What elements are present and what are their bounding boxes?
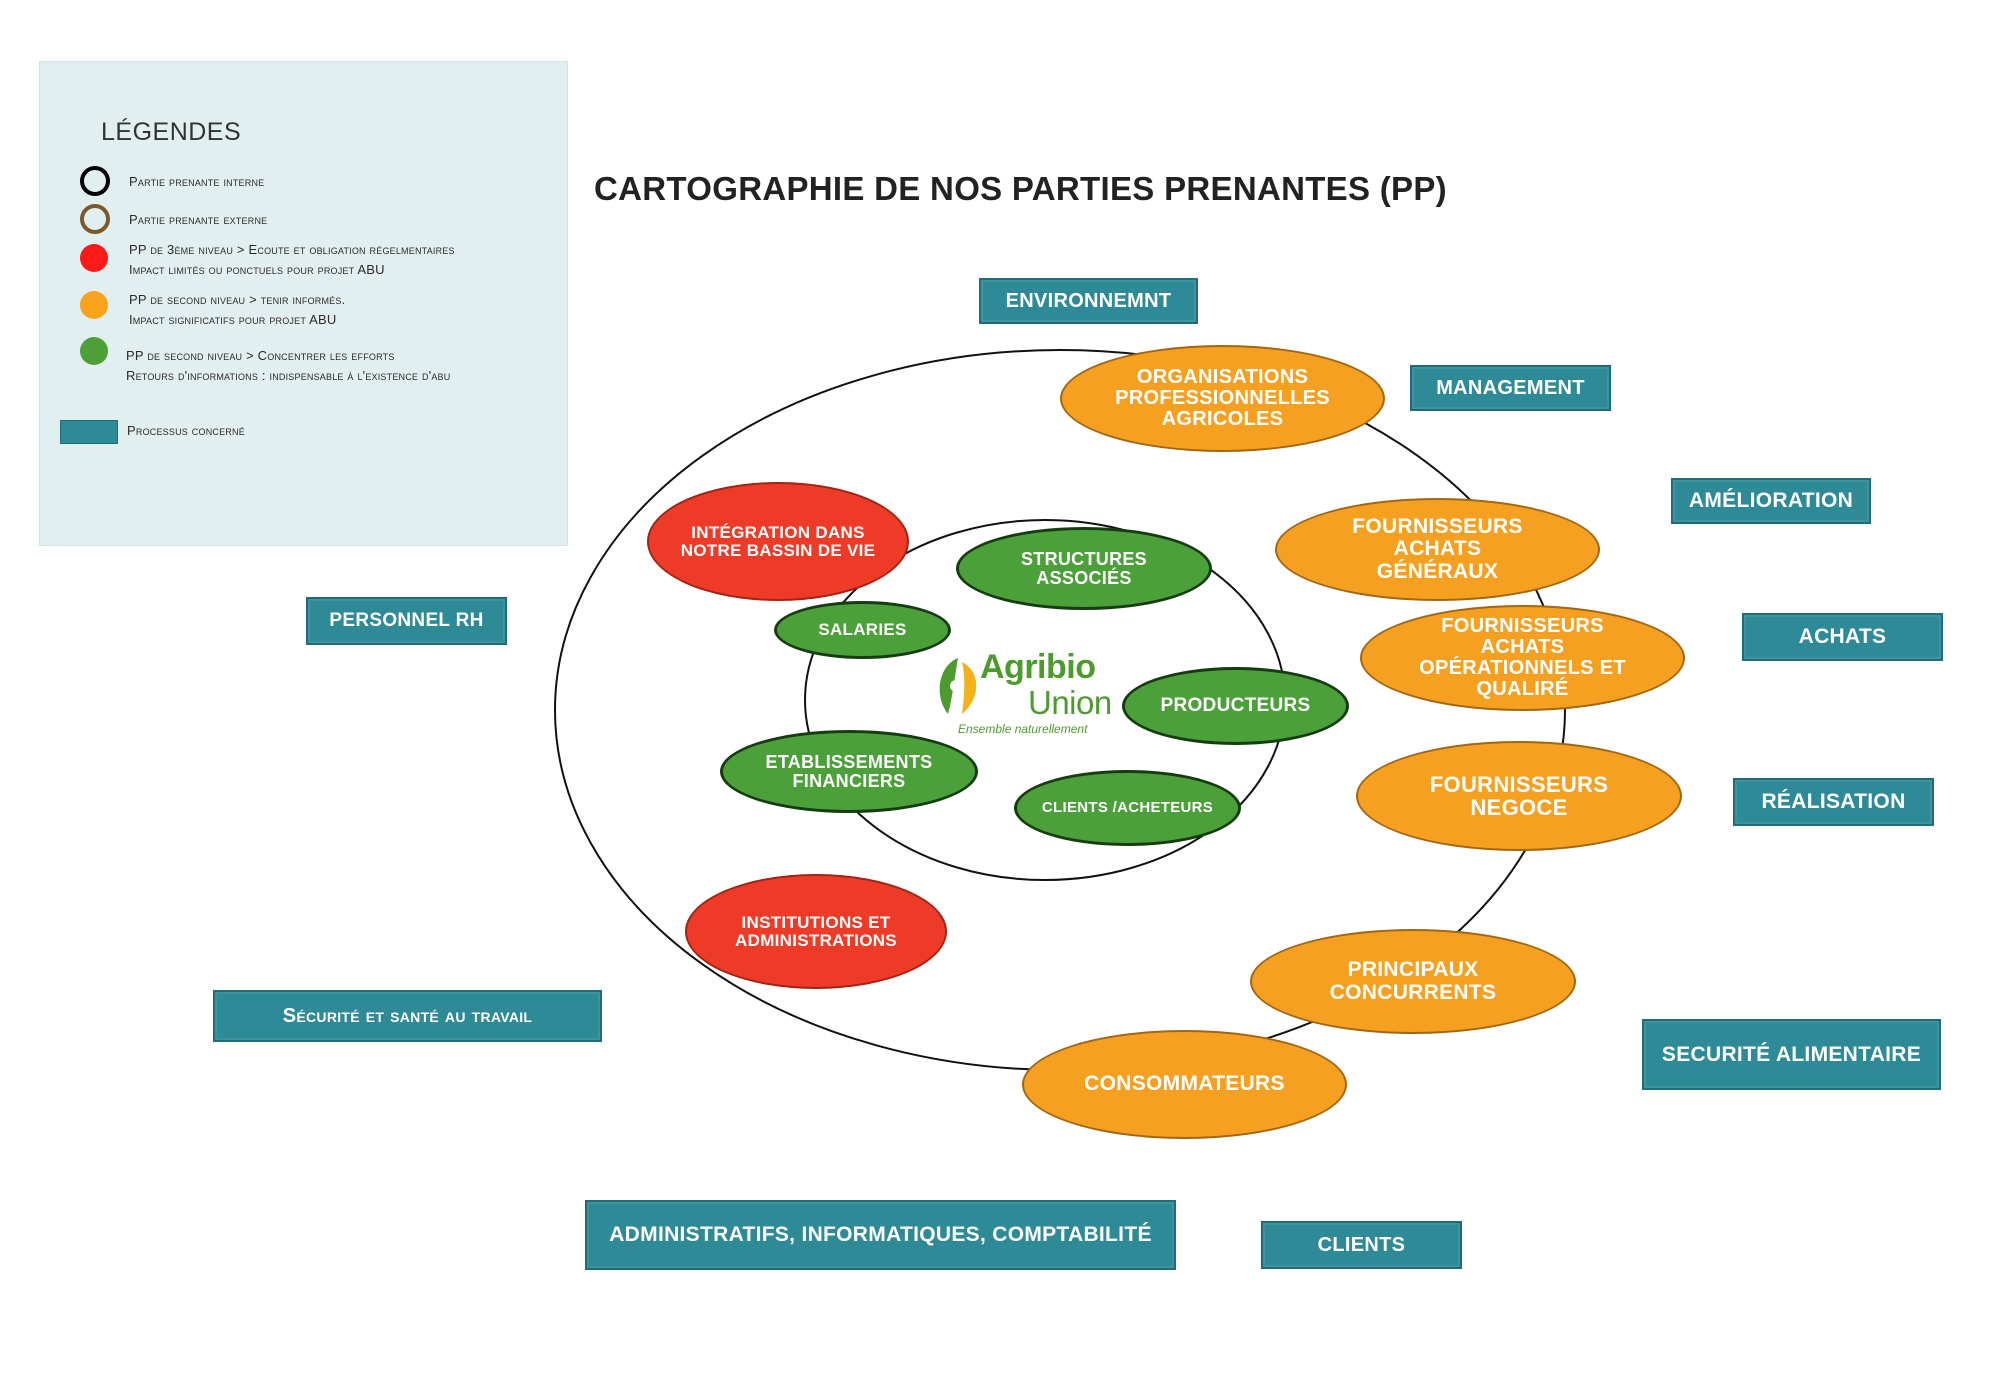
orange-dot-icon (80, 291, 108, 319)
pp-fournisseurs-operationnels: FOURNISSEURS ACHATS OPÉRATIONNELS ET QUA… (1360, 605, 1685, 711)
legend-red-line1: PP de 3ème niveau > Ecoute et obligation… (129, 242, 455, 257)
pp-producteurs: PRODUCTEURS (1122, 667, 1349, 745)
pp-organisations: ORGANISATIONS PROFESSIONNELLES AGRICOLES (1060, 345, 1385, 452)
logo-union-text: Union (1028, 684, 1112, 721)
legend-title: LÉGENDES (101, 118, 242, 146)
legend-green-line1: PP de second niveau > Concentrer les eff… (126, 348, 395, 363)
legend-panel: LÉGENDES Partie prenante interne Partie … (39, 61, 568, 546)
pp-fournisseurs-generaux: FOURNISSEURS ACHATS GÉNÉRAUX (1275, 498, 1600, 601)
brown-circle-icon (80, 204, 110, 234)
legend-external-label: Partie prenante externe (129, 212, 268, 227)
pp-structures: STRUCTURES ASSOCIÉS (956, 527, 1212, 610)
logo-agri-text: Agribio (980, 648, 1096, 686)
pp-institutions: INSTITUTIONS ET ADMINISTRATIONS (685, 874, 947, 989)
process-environnement: ENVIRONNEMNT (979, 278, 1198, 324)
process-administratifs: ADMINISTRATIFS, INFORMATIQUES, COMPTABIL… (585, 1200, 1176, 1270)
pp-consommateurs: CONSOMMATEURS (1022, 1030, 1347, 1139)
legend-green-line2: Retours d'informations : indispensable à… (126, 368, 451, 383)
pp-salaries: SALARIES (774, 601, 951, 659)
red-dot-icon (80, 244, 108, 272)
legend-internal-label: Partie prenante interne (129, 174, 265, 189)
leaf-logo-icon (939, 658, 977, 714)
legend-red-line2: Impact limités ou ponctuels pour projet … (129, 262, 385, 277)
process-amelioration: AMÉLIORATION (1671, 478, 1871, 524)
process-swatch-icon (60, 420, 118, 444)
agribio-union-logo: Agribio Union Ensemble naturellement (928, 646, 1128, 736)
process-clients: CLIENTS (1261, 1221, 1462, 1269)
legend-orange-line2: Impact significatifs pour projet ABU (129, 312, 337, 327)
process-achats: ACHATS (1742, 613, 1943, 661)
legend-orange-line1: PP de second niveau > tenir informés. (129, 292, 346, 307)
pp-fournisseurs-negoce: FOURNISSEURS NEGOCE (1356, 741, 1682, 851)
page-title: CARTOGRAPHIE DE NOS PARTIES PRENANTES (P… (594, 170, 1447, 207)
process-securite-sante: Sécurité et santé au travail (213, 990, 602, 1042)
process-securite-alimentaire: SECURITÉ ALIMENTAIRE (1642, 1019, 1941, 1090)
pp-etablissements: ETABLISSEMENTS FINANCIERS (720, 730, 978, 813)
black-circle-icon (80, 166, 110, 196)
pp-integration: INTÉGRATION DANS NOTRE BASSIN DE VIE (647, 482, 909, 601)
logo-tagline: Ensemble naturellement (958, 722, 1088, 736)
process-realisation: RÉALISATION (1733, 778, 1934, 826)
green-dot-icon (80, 337, 108, 365)
legend-process-label: Processus concerné (127, 423, 245, 438)
pp-concurrents: PRINCIPAUX CONCURRENTS (1250, 929, 1576, 1034)
pp-clients-acheteurs: CLIENTS /ACHETEURS (1014, 770, 1241, 846)
process-management: MANAGEMENT (1410, 365, 1611, 411)
process-personnel-rh: PERSONNEL RH (306, 597, 507, 645)
